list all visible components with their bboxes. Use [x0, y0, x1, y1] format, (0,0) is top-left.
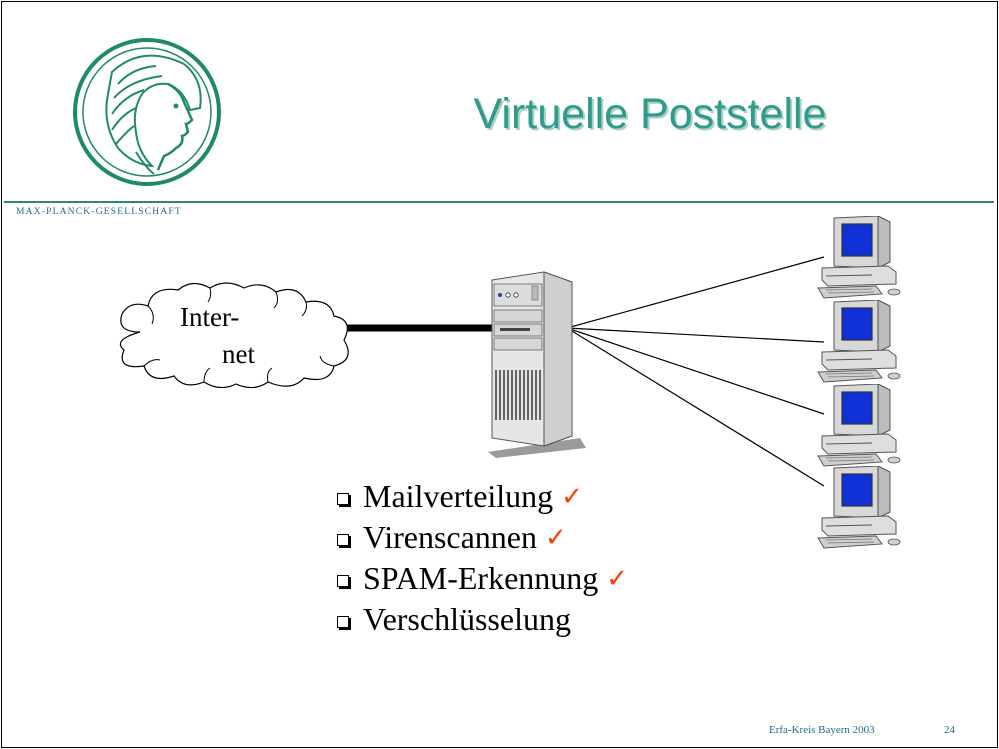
- slide-title: Virtuelle Poststelle: [473, 90, 827, 138]
- list-item-text: Virenscannen: [363, 519, 537, 555]
- list-item: Verschlüsselung: [337, 599, 628, 640]
- checkmark-icon: ✓: [545, 522, 567, 553]
- desktop-computer-icon: [817, 384, 901, 467]
- list-item-text: SPAM-Erkennung: [363, 560, 599, 596]
- title-divider: [4, 201, 994, 203]
- desktop-computer-icon: [817, 300, 901, 383]
- desktop-computer-icon: [817, 466, 901, 549]
- desktop-computer-icon: [817, 216, 901, 299]
- checkbox-square-icon: [337, 574, 349, 587]
- checkbox-square-icon: [337, 492, 349, 505]
- server-client-link-3: [566, 327, 825, 415]
- checkmark-icon: ✓: [606, 563, 629, 594]
- checkbox-square-icon: [337, 533, 349, 546]
- organization-name: MAX-PLANCK-GESELLSCHAFT: [16, 207, 182, 217]
- cloud-icon: [119, 282, 349, 388]
- list-item-text: Verschlüsselung: [363, 601, 571, 637]
- footer-event: Erfa-Kreis Bayern 2003: [769, 724, 875, 736]
- list-item: Mailverteilung ✓: [337, 476, 628, 517]
- list-item: SPAM-Erkennung ✓: [337, 558, 628, 599]
- cloud-label-line1: Inter-: [180, 302, 240, 332]
- page-number: 24: [944, 724, 955, 736]
- list-item: Virenscannen ✓: [337, 517, 628, 558]
- cloud-label-line2: net: [222, 339, 255, 369]
- server-client-link-1: [566, 256, 825, 329]
- server-client-link-4: [566, 327, 825, 487]
- checkbox-square-icon: [337, 615, 349, 628]
- list-item-text: Mailverteilung: [363, 478, 554, 514]
- feature-list: Mailverteilung ✓ Virenscannen ✓ SPAM-Erk…: [337, 476, 628, 640]
- minerva-head-logo: [73, 38, 221, 186]
- server-tower-icon: [488, 271, 586, 458]
- checkmark-icon: ✓: [561, 481, 583, 512]
- server-client-link-2: [566, 327, 825, 343]
